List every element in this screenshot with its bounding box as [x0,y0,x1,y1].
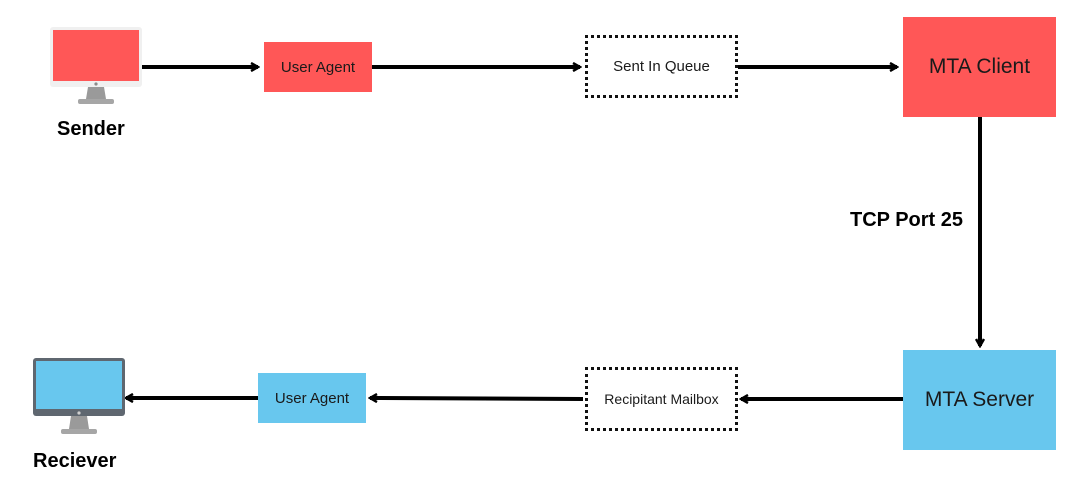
sender-user-agent-label: User Agent [280,58,356,76]
sender-computer-icon [50,27,142,104]
recipient-mailbox-label: Recipitant Mailbox [604,391,719,407]
receiver-user-agent-box: User Agent [258,373,366,423]
receiver-user-agent-label: User Agent [274,389,350,407]
receiver-computer-icon [33,358,125,434]
tcp-port-label: TCP Port 25 [850,209,963,231]
mta-client-box: MTA Client [903,17,1056,117]
sender-label: Sender [57,118,125,140]
receiver-label: Reciever [33,450,117,472]
mta-client-label: MTA Client [928,55,1031,78]
recipient-mailbox-box: Recipitant Mailbox [585,367,738,431]
mta-server-label: MTA Server [924,388,1035,411]
mta-server-box: MTA Server [903,350,1056,450]
sender-user-agent-box: User Agent [264,42,372,92]
sent-in-queue-box: Sent In Queue [585,35,738,98]
arrow-mailbox-to-user-agent [370,398,584,399]
sent-in-queue-label: Sent In Queue [613,58,710,75]
